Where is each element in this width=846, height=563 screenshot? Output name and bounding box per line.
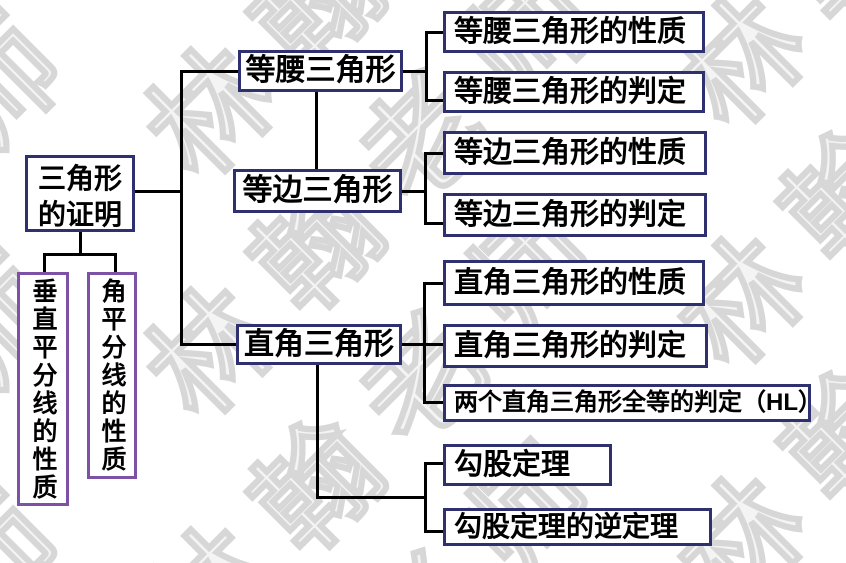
connector-line <box>402 343 425 346</box>
connector-line <box>424 462 427 533</box>
connector-line <box>79 232 82 256</box>
node-right-criteria: 直角三角形的判定 <box>443 324 708 368</box>
connector-line <box>114 253 117 272</box>
connector-line <box>425 31 443 34</box>
connector-line <box>180 343 236 346</box>
node-equilateral-criteria: 等边三角形的判定 <box>443 193 707 237</box>
node-pythagorean-theorem: 勾股定理 <box>443 444 612 486</box>
connector-line <box>423 282 443 285</box>
node-right-properties: 直角三角形的性质 <box>443 260 705 306</box>
node-isosceles-properties: 等腰三角形的性质 <box>443 11 705 53</box>
connector-line <box>135 190 183 193</box>
connector-line <box>423 343 443 346</box>
connector-line <box>425 31 428 102</box>
connector-line <box>316 496 426 499</box>
node-equilateral-triangle: 等边三角形 <box>233 169 402 213</box>
connector-line <box>424 462 443 465</box>
connector-line <box>180 70 238 73</box>
node-root-triangle-proof: 三角形的证明 <box>25 155 135 232</box>
connector-line <box>424 152 443 155</box>
connector-line <box>316 365 319 499</box>
node-isosceles-triangle: 等腰三角形 <box>238 50 403 92</box>
node-angle-bisector-properties: 角平分线的性质 <box>87 272 137 479</box>
connector-line <box>424 530 443 533</box>
connector-line <box>43 253 117 256</box>
connector-line <box>180 70 183 346</box>
connector-line <box>43 253 46 272</box>
node-right-triangle: 直角三角形 <box>236 324 402 365</box>
node-equilateral-properties: 等边三角形的性质 <box>443 131 707 175</box>
connector-line <box>403 70 427 73</box>
connector-line <box>425 99 443 102</box>
connector-line <box>424 222 443 225</box>
node-perpendicular-bisector-properties: 垂直平分线的性质 <box>17 272 69 506</box>
node-hl-congruence-criterion: 两个直角三角形全等的判定（HL） <box>443 384 811 422</box>
connector-line <box>423 401 443 404</box>
node-pythagorean-converse: 勾股定理的逆定理 <box>443 508 712 546</box>
node-isosceles-criteria: 等腰三角形的判定 <box>443 71 705 113</box>
connector-line <box>315 92 318 169</box>
connector-line <box>424 152 427 225</box>
connector-line <box>402 190 426 193</box>
